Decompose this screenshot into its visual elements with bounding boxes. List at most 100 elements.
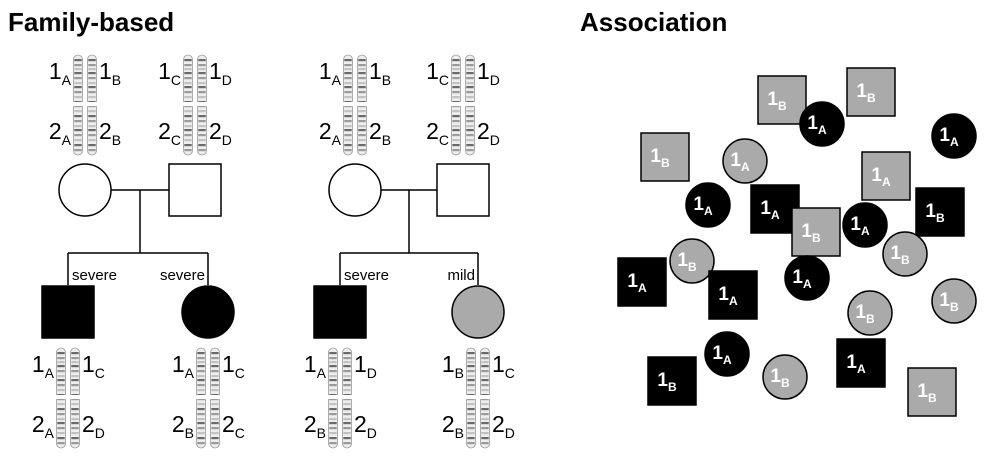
affected-daughter-circle	[181, 285, 235, 339]
association-square-severe: 1A	[708, 270, 758, 320]
allele-label: 2B	[442, 411, 464, 441]
allele-label: 2C	[426, 118, 449, 148]
allele-label: 2B	[172, 411, 194, 441]
family-pedigrees: 1A 1B 2A 2B 1C 1D 2C 2D severe 1A 1C 2A 2D severe 1A 1C…	[32, 54, 515, 449]
allele-label: 1B	[917, 381, 937, 405]
allele-label: 1B	[856, 81, 876, 105]
allele-label: 1D	[354, 351, 377, 381]
pedigree-lines	[339, 189, 479, 285]
allele-label: 2A	[319, 118, 342, 148]
chromosome-left	[465, 347, 477, 449]
chromosome-right	[69, 347, 81, 449]
chromosome-right	[479, 347, 491, 449]
chromosome-left	[450, 54, 462, 156]
allele-label: 2A	[32, 411, 55, 441]
allele-label: 1B	[925, 201, 945, 225]
association-square-mild: 1A	[861, 151, 911, 201]
allele-label: 1B	[677, 250, 697, 274]
chromosome-left	[55, 347, 67, 449]
allele-label: 1B	[99, 58, 121, 88]
parent-chromosomes: 1A 1B 2A 2B	[319, 54, 391, 156]
association-circle-severe: 1A	[799, 101, 845, 147]
allele-label: 1B	[369, 58, 391, 88]
allele-label: 1B	[767, 89, 787, 113]
association-circle-mild: 1B	[931, 278, 977, 324]
association-square-mild: 1B	[846, 67, 896, 117]
allele-label: 1B	[650, 146, 670, 170]
association-circle-mild: 1B	[847, 290, 893, 336]
allele-label: 1B	[657, 370, 677, 394]
allele-label: 2D	[82, 411, 105, 441]
allele-label: 1A	[49, 58, 72, 88]
allele-label: 1A	[871, 165, 891, 189]
father-square	[168, 163, 222, 217]
allele-label: 1A	[304, 351, 327, 381]
allele-label: 1B	[442, 351, 464, 381]
association-heading: Association	[580, 7, 727, 37]
association-square-mild: 1B	[640, 132, 690, 182]
allele-label: 1B	[801, 221, 821, 245]
association-square-severe: 1A	[750, 184, 800, 234]
association-square-mild: 1B	[791, 207, 841, 257]
chromosome-left	[342, 54, 354, 156]
severity-label: severe	[72, 267, 117, 284]
pedigree-lines	[67, 189, 209, 285]
severity-label: mild	[447, 267, 475, 284]
allele-label: 1A	[730, 150, 750, 174]
allele-label: 1A	[32, 351, 55, 381]
allele-label: 1B	[890, 243, 910, 267]
mother-circle	[58, 163, 112, 217]
allele-label: 2D	[492, 411, 515, 441]
allele-label: 1B	[770, 366, 790, 390]
association-square-severe: 1B	[915, 187, 965, 237]
allele-label: 2C	[158, 118, 181, 148]
association-square-severe: 1B	[647, 356, 697, 406]
allele-label: 1C	[426, 58, 449, 88]
mother-circle	[328, 163, 382, 217]
association-circle-mild: 1A	[722, 138, 768, 184]
allele-label: 2D	[477, 118, 500, 148]
association-circle-mild: 1B	[669, 238, 715, 284]
association-circle-severe: 1A	[842, 202, 888, 248]
allele-label: 2D	[209, 118, 232, 148]
allele-label: 2B	[369, 118, 391, 148]
chromosome-right	[209, 347, 221, 449]
allele-label: 1C	[158, 58, 181, 88]
severity-label: severe	[344, 267, 389, 284]
association-circle-mild: 1B	[882, 231, 928, 277]
severity-label: severe	[160, 267, 205, 284]
association-square-severe: 1A	[836, 338, 886, 388]
allele-label: 1A	[627, 271, 647, 295]
chromosome-right	[86, 54, 98, 156]
allele-label: 1B	[855, 302, 875, 326]
association-sample: 1B 1B 1A 1A 1B 1A 1A 1A 1A 1B 1A 1B 1B 1B 1A 1A 1A 1B 1B 1A…	[617, 67, 977, 417]
allele-label: 1A	[939, 125, 959, 149]
allele-label: 2C	[222, 411, 245, 441]
allele-label: 1A	[760, 198, 780, 222]
chromosome-right	[341, 347, 353, 449]
allele-label: 2A	[49, 118, 72, 148]
chromosome-left	[72, 54, 84, 156]
association-circle-severe: 1A	[704, 331, 750, 377]
allele-label: 2B	[304, 411, 326, 441]
chromosome-left	[182, 54, 194, 156]
allele-label: 1A	[850, 214, 870, 238]
allele-label: 2B	[99, 118, 121, 148]
allele-label: 1A	[319, 58, 342, 88]
allele-label: 1A	[792, 267, 812, 291]
parent-chromosomes: 1A 1B 2A 2B	[49, 54, 121, 156]
allele-label: 1A	[693, 194, 713, 218]
affected-daughter-circle	[451, 285, 505, 339]
allele-label: 1C	[222, 351, 245, 381]
association-square-severe: 1A	[617, 257, 667, 307]
association-circle-severe: 1A	[931, 113, 977, 159]
allele-label: 1D	[209, 58, 232, 88]
